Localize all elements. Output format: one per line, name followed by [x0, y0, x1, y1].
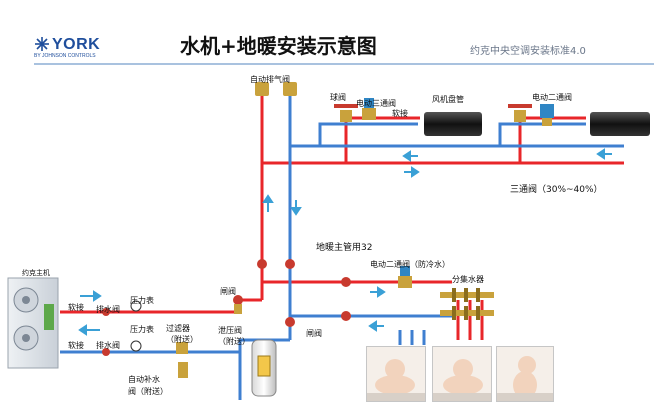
label-soft-joint-2: 软接 — [68, 341, 84, 350]
label-pressure-gauge-1: 压力表 — [130, 296, 154, 305]
outdoor-unit — [7, 277, 59, 369]
manifold-return-loops — [398, 330, 426, 345]
unit-side-valves — [102, 300, 188, 378]
label-manifold: 分集水器 — [452, 275, 484, 284]
label-drain-valve-1: 排水阀 — [96, 305, 120, 314]
label-relief-2: （附送） — [218, 337, 250, 346]
label-filter-2: （附送） — [166, 335, 198, 344]
label-outdoor-unit: 约克主机 — [22, 269, 50, 277]
label-gate-valve-left: 闸阀 — [220, 287, 236, 296]
label-three-way-ratio: 三通阀（30%~40%） — [510, 185, 603, 195]
label-drain-valve-2: 排水阀 — [96, 341, 120, 350]
label-pressure-gauge-2: 压力表 — [130, 325, 154, 334]
label-auto-vent: 自动排气阀 — [250, 75, 290, 84]
motor-2way-valve-top — [540, 104, 554, 126]
top-ball-valves — [334, 104, 532, 122]
manifold-ports — [452, 288, 480, 320]
york-logo: YORK BY JOHNSON CONTROLS — [34, 36, 130, 62]
label-floor-main: 地暖主管用32 — [316, 243, 373, 253]
baby-photo-1 — [366, 346, 426, 402]
label-fan-coil: 风机盘管 — [432, 95, 464, 104]
label-filter-1: 过滤器 — [166, 324, 190, 333]
header: YORK BY JOHNSON CONTROLS 水机+地暖安装示意图 约克中央… — [0, 0, 662, 65]
fan-coil-unit-1 — [424, 112, 482, 136]
standard-version: 约克中央空调安装标准4.0 — [470, 46, 586, 57]
auto-vent-valves — [255, 82, 297, 96]
label-motor-3way: 电动三通阀 — [356, 99, 396, 108]
label-motor-2way-floor: 电动二通阀（防冷水） — [370, 260, 450, 269]
buffer-tank — [251, 339, 277, 397]
label-gate-valve-right: 闸阀 — [306, 329, 322, 338]
motor-3way-valve — [362, 98, 376, 120]
brand-subtitle: BY JOHNSON CONTROLS — [34, 53, 96, 59]
header-divider — [34, 63, 654, 65]
flow-arrows — [78, 148, 612, 336]
manifold-supply-loops — [456, 300, 484, 340]
snowflake-icon — [35, 37, 49, 51]
label-ball-valve: 球阀 — [330, 93, 346, 102]
gate-valves — [233, 259, 351, 327]
fan-coil-unit-2 — [590, 112, 650, 136]
brand-name: YORK — [52, 36, 101, 53]
label-relief-1: 泄压阀 — [218, 326, 242, 335]
label-auto-fill-1: 自动补水 — [128, 375, 160, 384]
label-motor-2way-top: 电动二通阀 — [532, 93, 572, 102]
label-soft-joint-top: 软接 — [392, 109, 408, 118]
supply-pipes — [60, 96, 624, 340]
page-title: 水机+地暖安装示意图 — [180, 34, 377, 58]
supply-from-unit — [60, 298, 262, 314]
label-auto-fill-2: 阀（附送） — [128, 387, 168, 396]
return-branch-coil2 — [498, 122, 586, 146]
baby-photo-3 — [496, 346, 554, 402]
baby-photo-2 — [432, 346, 492, 402]
motor-2way-valve-floor — [398, 266, 412, 288]
return-branch-coil1 — [318, 122, 418, 146]
label-soft-joint-1: 软接 — [68, 303, 84, 312]
